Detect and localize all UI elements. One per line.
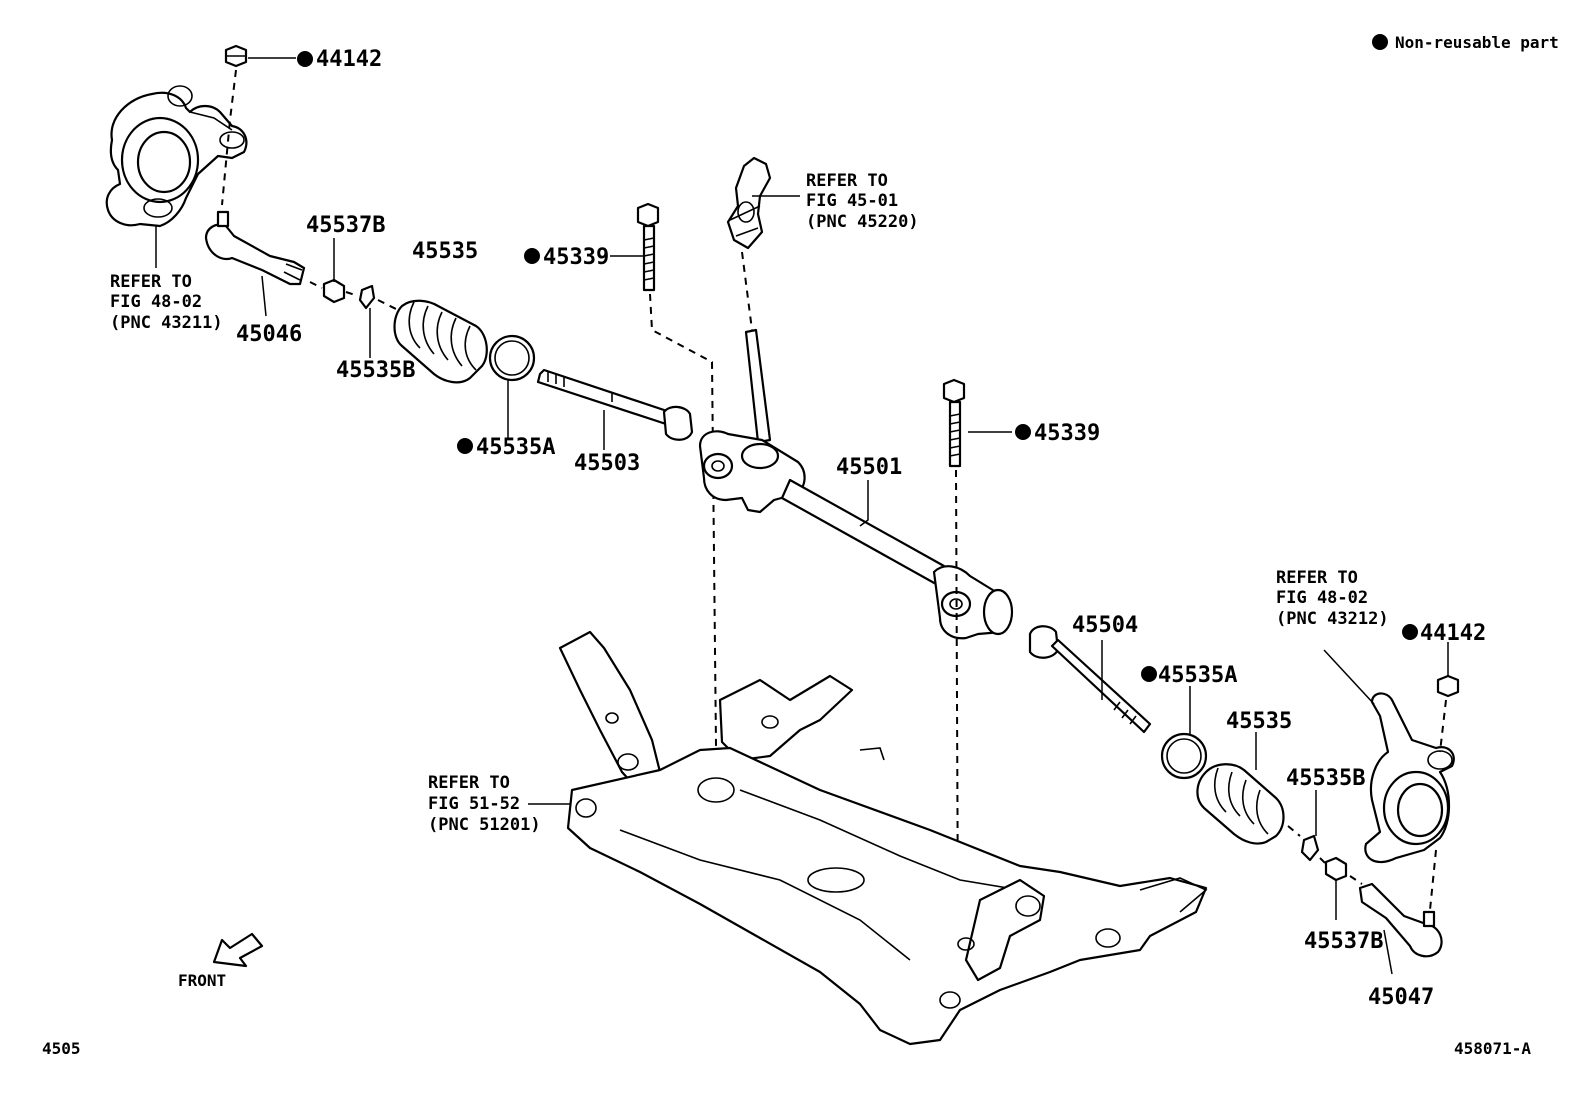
right-tie-rod-end-45047[interactable] [1358, 882, 1443, 958]
right-lock-nut-45537b[interactable] [1324, 856, 1348, 882]
legend: Non-reusable part [1372, 33, 1559, 52]
label-44142-left[interactable]: 44142 [316, 47, 382, 72]
svg-text:FIG 48-02: FIG 48-02 [1276, 588, 1368, 608]
right-steering-knuckle[interactable] [1364, 692, 1455, 864]
left-clip-45535b[interactable] [358, 284, 376, 310]
svg-text:REFER TO: REFER TO [428, 773, 510, 793]
label-45535b-left[interactable]: 45535B [336, 358, 415, 383]
front-arrow-icon [212, 932, 264, 968]
label-45535b-right[interactable]: 45535B [1286, 766, 1365, 791]
front-direction-indicator: FRONT [178, 932, 264, 990]
left-knuckle-assembly-line [221, 69, 237, 206]
non-reusable-marker-icon [297, 51, 313, 67]
label-45503[interactable]: 45503 [574, 451, 640, 476]
left-rack-boot-45535[interactable] [393, 299, 488, 384]
left-bolt-install-line [649, 293, 717, 747]
label-45535a-right[interactable]: 45535A [1158, 663, 1237, 688]
intermediate-shaft-align-line [741, 251, 753, 331]
right-knuckle-assembly-line [1429, 699, 1447, 911]
right-rod-end-align-line [1287, 825, 1363, 885]
left-steering-knuckle[interactable] [105, 85, 248, 228]
left-rod-end-align-line [309, 281, 399, 311]
non-reusable-marker-icon [1402, 624, 1418, 640]
left-boot-clamp-45535a[interactable] [488, 334, 536, 382]
left-tie-rod-end-45046[interactable] [204, 210, 306, 286]
svg-text:FIG 51-52: FIG 51-52 [428, 794, 520, 814]
right-rack-boot-45535[interactable] [1196, 763, 1285, 845]
label-45535-left[interactable]: 45535 [412, 239, 478, 264]
figure-id: 458071-A [1454, 1039, 1531, 1058]
ref-note-45220[interactable]: REFER TO FIG 45-01 (PNC 45220) [806, 171, 919, 232]
left-inner-tie-rod-45503[interactable] [536, 368, 694, 441]
label-44142-right[interactable]: 44142 [1420, 621, 1486, 646]
left-knuckle-nut-44142[interactable] [224, 44, 248, 68]
right-boot-clamp-45535a[interactable] [1160, 732, 1208, 780]
left-lock-nut-45537b[interactable] [322, 278, 346, 304]
svg-text:REFER TO: REFER TO [1276, 568, 1358, 588]
page-code: 4505 [42, 1039, 81, 1058]
left-mounting-bolt-45339[interactable] [636, 202, 660, 292]
svg-text:REFER TO: REFER TO [110, 272, 192, 292]
ref-note-43212[interactable]: REFER TO FIG 48-02 (PNC 43212) [1276, 568, 1389, 629]
svg-text:REFER TO: REFER TO [806, 171, 888, 191]
intermediate-shaft-yoke[interactable] [726, 156, 772, 250]
ref-note-43211[interactable]: REFER TO FIG 48-02 (PNC 43211) [110, 272, 223, 333]
svg-text:FIG 45-01: FIG 45-01 [806, 191, 898, 211]
right-clip-45535b[interactable] [1300, 834, 1320, 862]
svg-text:(PNC 45220): (PNC 45220) [806, 212, 919, 232]
label-45535-right[interactable]: 45535 [1226, 709, 1292, 734]
right-inner-tie-rod-45504[interactable] [1028, 625, 1152, 734]
label-45537b-right[interactable]: 45537B [1304, 929, 1383, 954]
svg-text:(PNC 51201): (PNC 51201) [428, 815, 541, 835]
non-reusable-markers [297, 51, 1418, 682]
non-reusable-marker-icon [1141, 666, 1157, 682]
right-mounting-bolt-45339[interactable] [942, 378, 966, 468]
svg-text:(PNC 43212): (PNC 43212) [1276, 609, 1389, 629]
non-reusable-marker-icon [1372, 34, 1388, 50]
right-knuckle-nut-44142[interactable] [1436, 674, 1460, 698]
steering-gear-assembly-45501[interactable] [698, 328, 1014, 640]
front-label: FRONT [178, 971, 226, 990]
legend-text: Non-reusable part [1395, 33, 1559, 52]
front-crossmember[interactable] [558, 630, 1208, 1046]
label-45501[interactable]: 45501 [836, 455, 902, 480]
ref-note-51201[interactable]: REFER TO FIG 51-52 (PNC 51201) [428, 773, 541, 835]
svg-text:(PNC 43211): (PNC 43211) [110, 313, 223, 333]
non-reusable-marker-icon [524, 248, 540, 264]
svg-text:FIG 48-02: FIG 48-02 [110, 292, 202, 312]
label-45339-left[interactable]: 45339 [543, 245, 609, 270]
label-45046[interactable]: 45046 [236, 322, 302, 347]
leader-lines [155, 57, 1449, 975]
label-45047[interactable]: 45047 [1368, 985, 1434, 1010]
part-labels: 44142 45537B 45535 45339 45046 45535B 45… [236, 47, 1486, 1010]
non-reusable-marker-icon [1015, 424, 1031, 440]
non-reusable-marker-icon [457, 438, 473, 454]
label-45504[interactable]: 45504 [1072, 613, 1138, 638]
label-45537b-left[interactable]: 45537B [306, 213, 385, 238]
label-45339-right[interactable]: 45339 [1034, 421, 1100, 446]
label-45535a-left[interactable]: 45535A [476, 435, 555, 460]
